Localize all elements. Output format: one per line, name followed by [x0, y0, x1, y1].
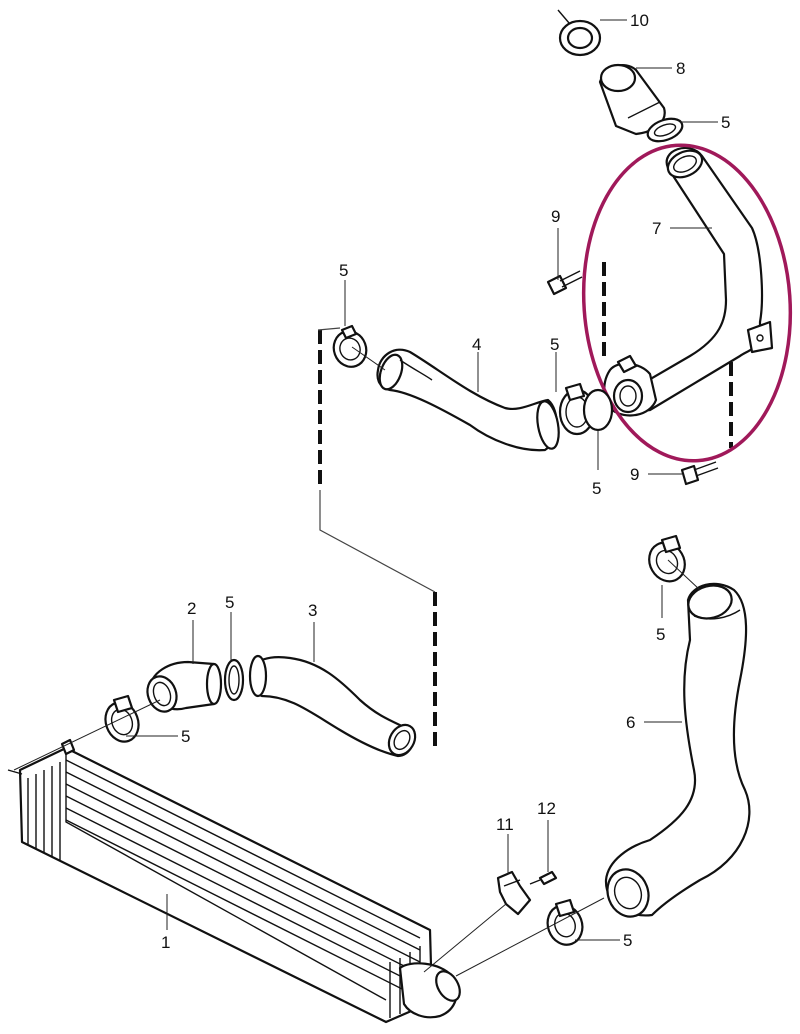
callout-11: 11 — [496, 815, 514, 834]
highlight-ring — [581, 143, 793, 463]
callout-5-mid-left: 5 — [339, 261, 348, 280]
callout-5-center: 5 — [225, 593, 234, 612]
part-5-clamp-upper — [646, 117, 684, 143]
callout-10: 10 — [630, 11, 649, 30]
part-12-screw — [529, 870, 558, 886]
part-8-coupling-sleeve — [598, 63, 666, 136]
callout-3: 3 — [308, 601, 317, 620]
callout-8: 8 — [676, 59, 685, 78]
callout-5-mid-right-bottom: 5 — [592, 479, 601, 498]
assembly-guide-lines — [317, 262, 733, 752]
part-3-hose — [248, 654, 417, 758]
callout-6: 6 — [626, 713, 635, 732]
callout-labels: 10 8 5 9 7 5 4 5 5 9 5 6 2 5 3 5 1 11 12… — [161, 11, 730, 952]
callout-1: 1 — [161, 933, 170, 952]
part-5-clamp-left — [104, 694, 140, 743]
part-4-hose — [376, 348, 560, 452]
callout-5-upper: 5 — [721, 113, 730, 132]
part-9-bolt-upper — [546, 270, 583, 296]
part-1-intercooler — [7, 738, 461, 1024]
callout-5-right: 5 — [656, 625, 665, 644]
guide-thin-left — [319, 490, 436, 593]
part-10-seal-ring — [557, 9, 602, 57]
part-5-clamp-lower-right — [546, 898, 584, 946]
callout-4: 4 — [472, 335, 481, 354]
callout-9-upper: 9 — [551, 207, 560, 226]
part-5-clamp-mid-left — [332, 324, 368, 368]
leader-lines — [13, 19, 718, 977]
guide-thin-top — [317, 327, 341, 331]
part-6-long-hose — [604, 582, 751, 918]
part-5-clamp-right — [648, 534, 686, 583]
part-2-elbow — [146, 660, 223, 713]
callout-9-lower: 9 — [630, 465, 639, 484]
callout-5-left: 5 — [181, 727, 190, 746]
part-5-clamp-mid-right — [558, 382, 614, 436]
part-11-bracket — [496, 870, 532, 916]
callout-5-mid-right-top: 5 — [550, 335, 559, 354]
part-7-intake-pipe — [603, 146, 774, 417]
callout-2: 2 — [187, 599, 196, 618]
part-5-clamp-center — [223, 658, 245, 702]
callout-5-lower-right: 5 — [623, 931, 632, 950]
callout-7: 7 — [652, 219, 661, 238]
callout-12: 12 — [537, 799, 556, 818]
part-9-bolt-lower — [680, 461, 719, 486]
